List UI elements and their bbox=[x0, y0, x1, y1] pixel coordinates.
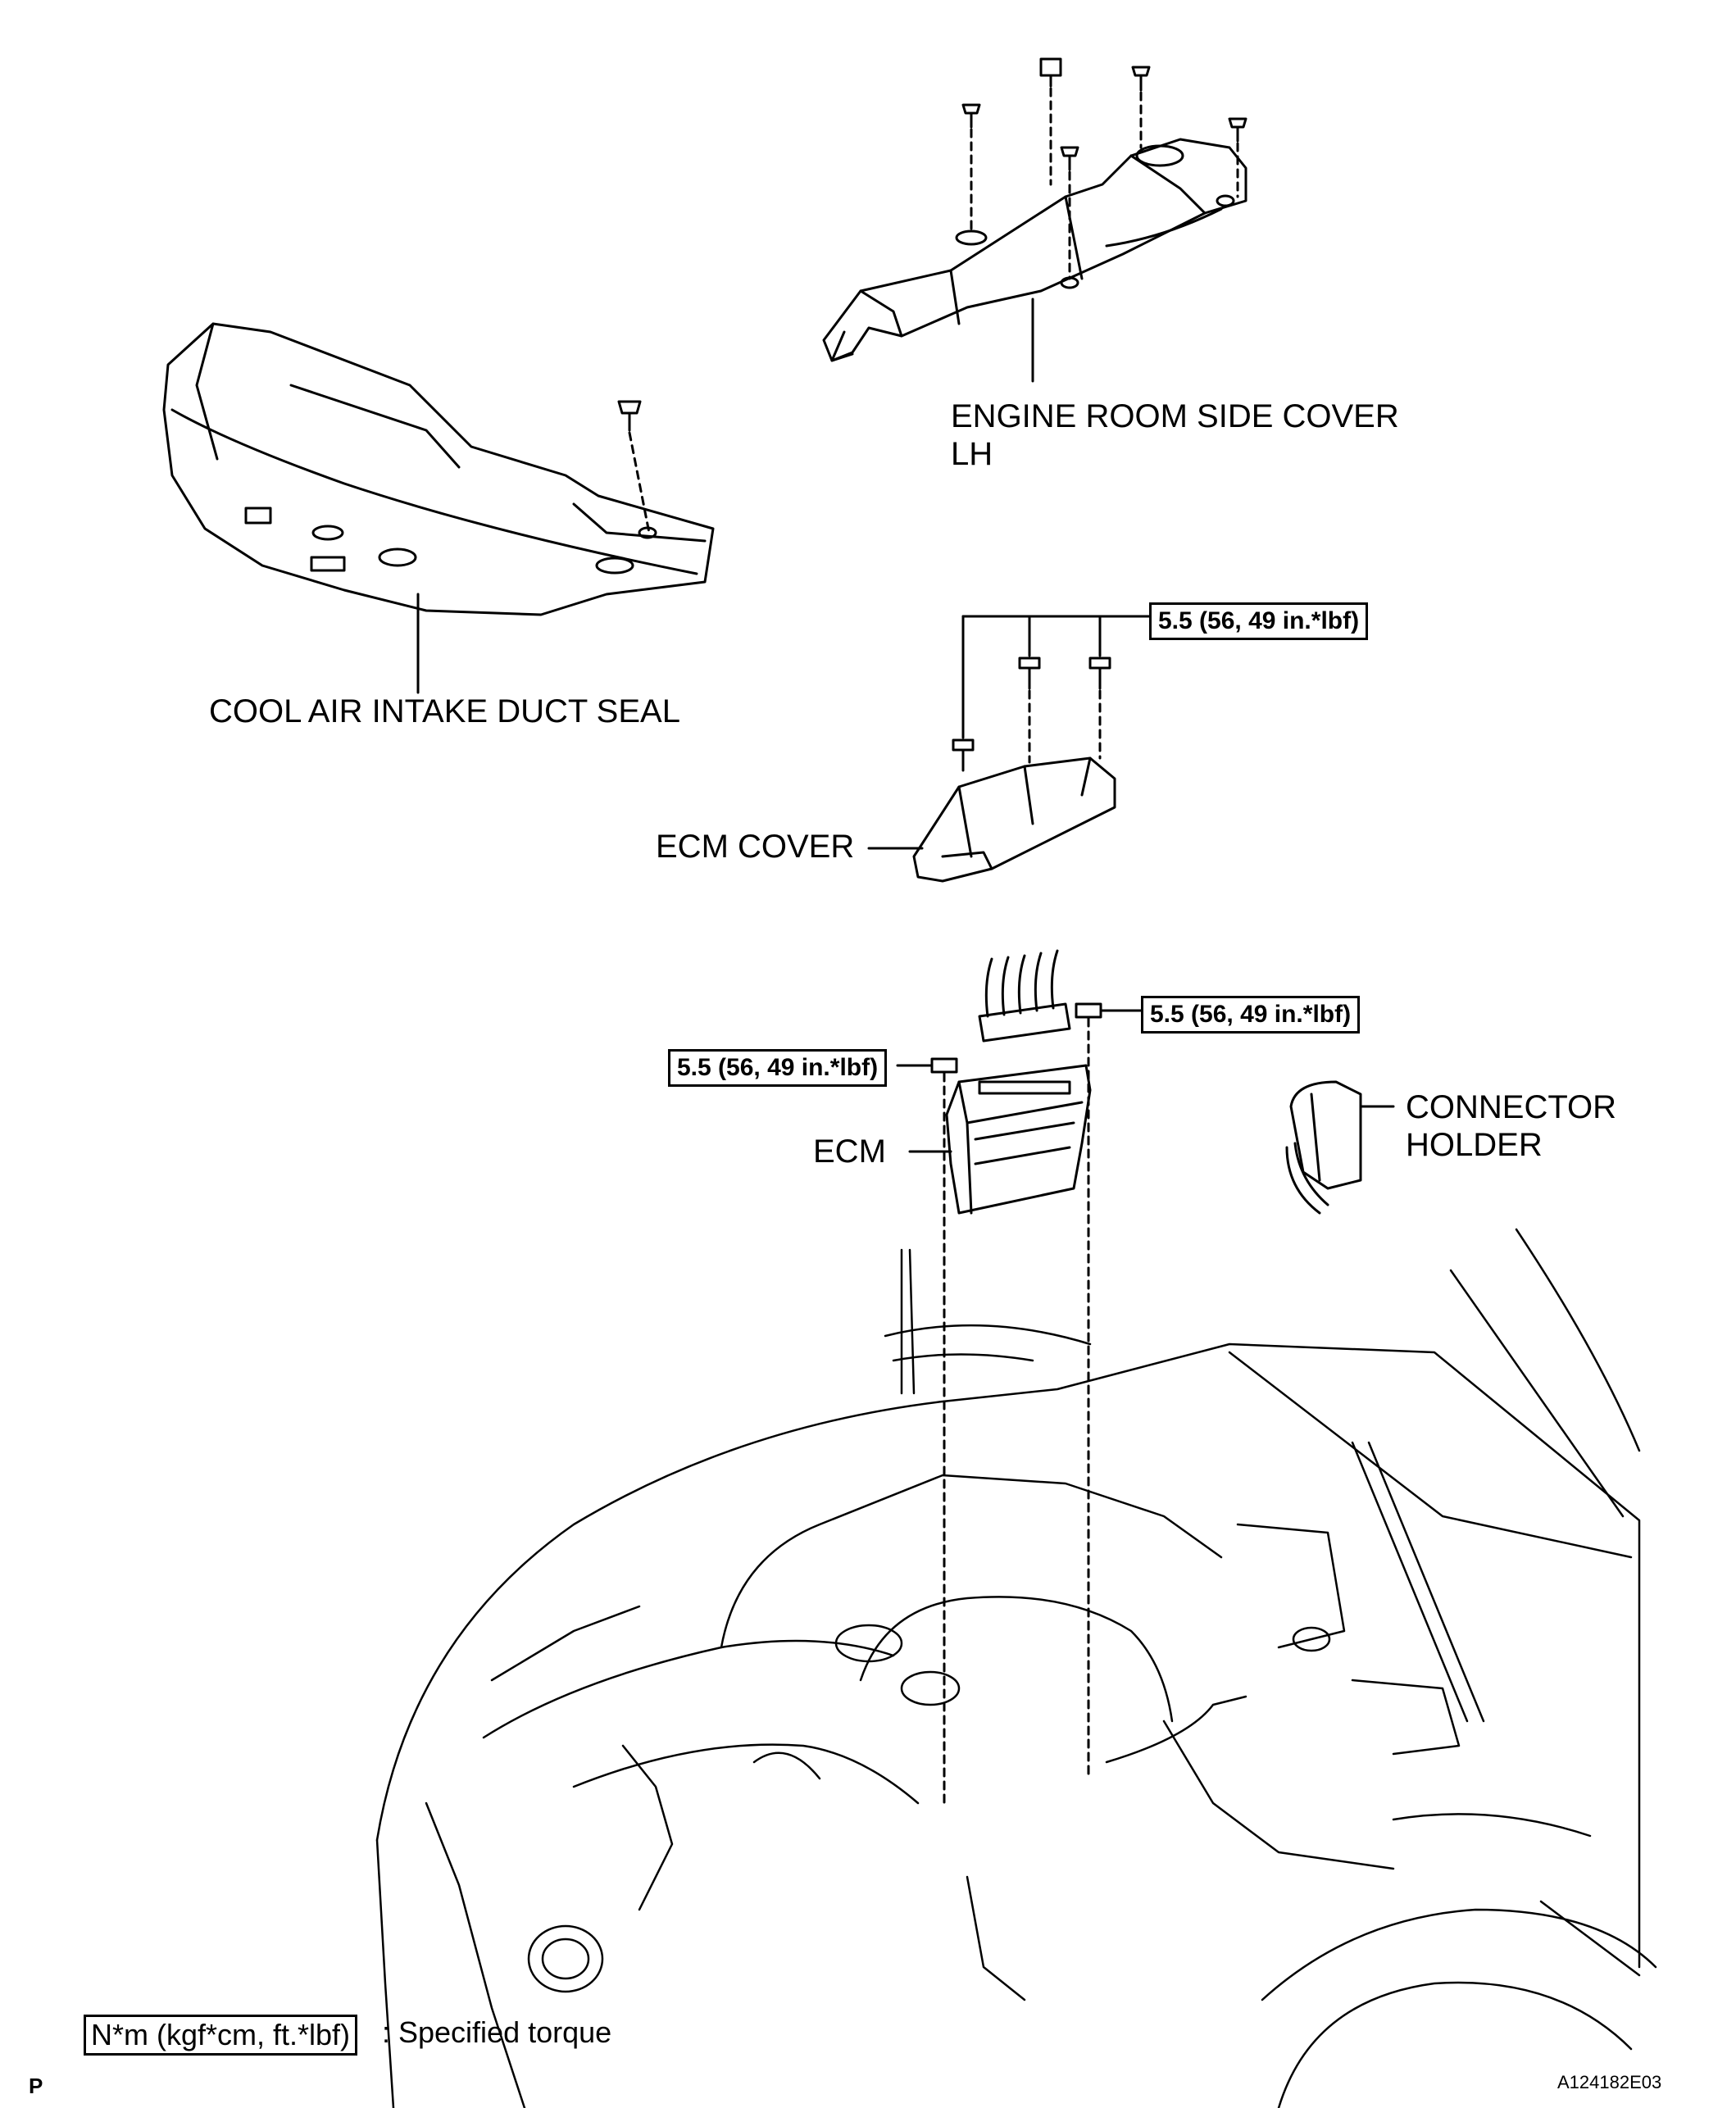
ecm-right-nut-torque-box: 5.5 (56, 49 in.*lbf) bbox=[1141, 996, 1361, 1034]
connector-holder-label-line2: HOLDER bbox=[1406, 1127, 1543, 1163]
ecm-dashed-lines bbox=[943, 1017, 1090, 1809]
ecm-part bbox=[945, 1064, 1092, 1215]
side-cover-clips bbox=[961, 57, 1247, 171]
clip-2 bbox=[1039, 57, 1062, 88]
cool-air-intake-duct-seal-part bbox=[162, 322, 715, 694]
ecm-nuts bbox=[930, 1002, 1102, 1074]
duct-seal-clip bbox=[617, 400, 642, 432]
page-mark: P bbox=[29, 2074, 43, 2098]
engine-room-side-cover-part bbox=[822, 138, 1247, 383]
ecm-cover-bolts bbox=[952, 656, 1111, 772]
connector-holder-label-line1: CONNECTOR bbox=[1406, 1089, 1617, 1125]
side-cover-dashed-lines bbox=[970, 87, 1239, 280]
duct-seal-dashed-line bbox=[628, 431, 651, 534]
cool-air-intake-duct-seal-label: COOL AIR INTAKE DUCT SEAL bbox=[209, 693, 680, 729]
engine-room-side-cover-label-line2: LH bbox=[951, 436, 993, 472]
vehicle-engine-bay bbox=[375, 1228, 1657, 2108]
clip-5 bbox=[1228, 117, 1247, 143]
engine-room-side-cover-label-line1: ENGINE ROOM SIDE COVER bbox=[951, 398, 1399, 434]
clip-4 bbox=[1060, 146, 1079, 171]
ecm-cover-torque-box: 5.5 (56, 49 in.*lbf) bbox=[1149, 602, 1369, 640]
ecm-left-nut-torque-box: 5.5 (56, 49 in.*lbf) bbox=[668, 1049, 888, 1087]
ecm-cover-label: ECM COVER bbox=[656, 829, 855, 865]
ecm-label: ECM bbox=[813, 1134, 886, 1170]
connector-holder-label: CONNECTOR HOLDER bbox=[1406, 1088, 1616, 1164]
ecm-connectors bbox=[978, 949, 1071, 1043]
torque-unit-legend-box: N*m (kgf*cm, ft.*lbf) bbox=[84, 2015, 358, 2056]
torque-legend-description: : Specified torque bbox=[382, 2015, 612, 2049]
ecm-cover-leaders bbox=[867, 615, 1153, 850]
clip-3 bbox=[1131, 66, 1151, 92]
ecm-cover-part bbox=[912, 756, 1116, 883]
connector-holder-part bbox=[1285, 1080, 1395, 1215]
figure-code: A124182E03 bbox=[1557, 2072, 1662, 2092]
engine-room-side-cover-label: ENGINE ROOM SIDE COVER LH bbox=[951, 398, 1399, 473]
clip-1 bbox=[961, 103, 981, 129]
